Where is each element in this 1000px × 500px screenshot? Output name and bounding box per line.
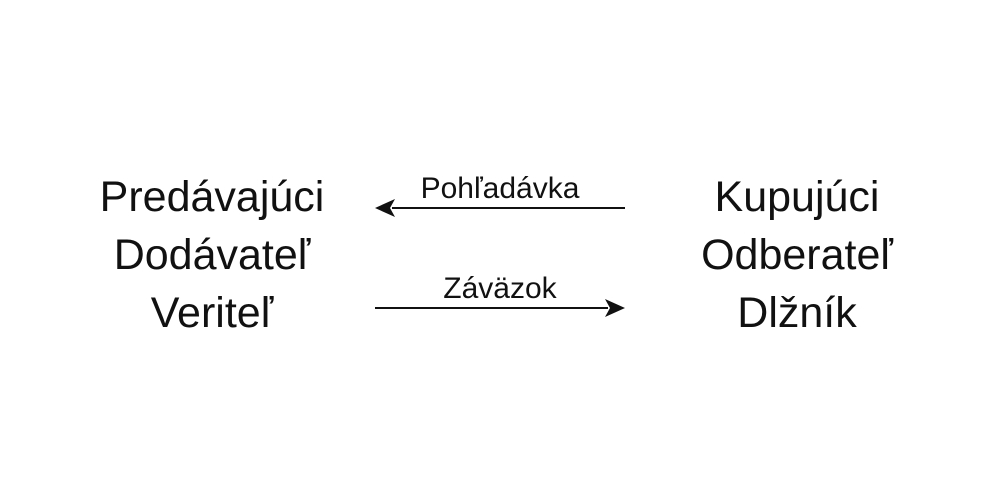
supplier-label: Dodávateľ: [113, 231, 311, 279]
receivable-arrow: [375, 199, 625, 217]
creditor-label: Veriteľ: [150, 289, 274, 337]
customer-label: Odberateľ: [701, 231, 893, 279]
arrow-right-icon: [605, 299, 625, 317]
receivable-label: Pohľadávka: [420, 172, 580, 205]
liability-label: Záväzok: [443, 272, 557, 305]
arrow-left-icon: [375, 199, 395, 217]
buyer-debtor-block: Kupujúci Odberateľ Dlžník: [637, 168, 957, 342]
buyer-label: Kupujúci: [714, 173, 880, 221]
seller-creditor-block: Predávajúci Dodávateľ Veriteľ: [52, 168, 372, 342]
seller-label: Predávajúci: [99, 173, 325, 221]
debtor-label: Dlžník: [737, 289, 857, 337]
liability-arrow: [375, 299, 625, 317]
